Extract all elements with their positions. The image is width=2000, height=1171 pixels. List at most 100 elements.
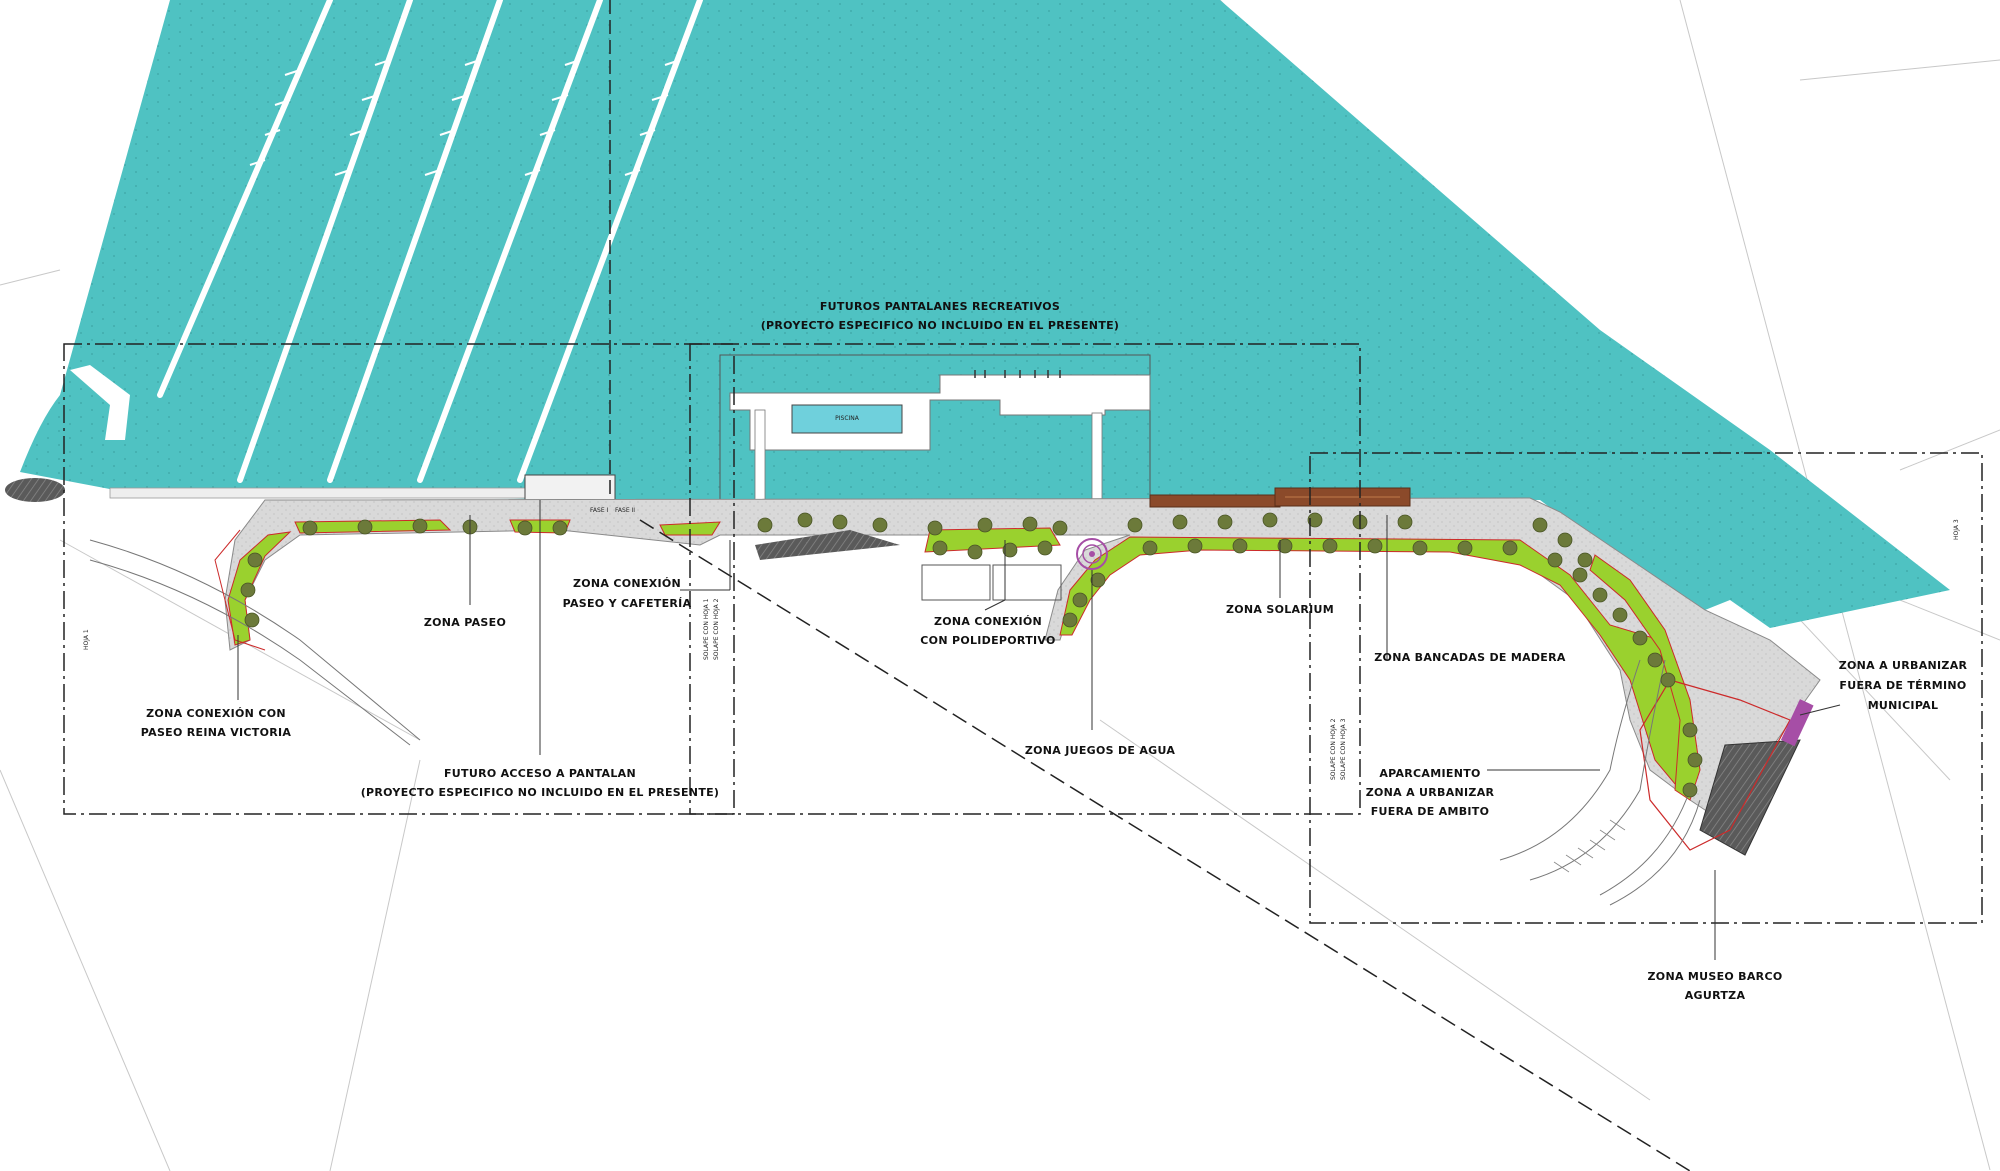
tree bbox=[412, 518, 428, 534]
polideportivo-block-1 bbox=[921, 564, 991, 601]
parking-stalls bbox=[1553, 819, 1626, 873]
tree bbox=[1457, 540, 1473, 556]
tree bbox=[927, 520, 943, 536]
label-aparcamiento-3: FUERA DE AMBITO bbox=[1371, 805, 1490, 818]
tree bbox=[1682, 722, 1698, 738]
tree bbox=[1037, 540, 1053, 556]
water-games-circle bbox=[1076, 538, 1108, 570]
tree bbox=[977, 517, 993, 533]
tree bbox=[1367, 538, 1383, 554]
pool-label: PISCINA bbox=[835, 415, 860, 422]
label-reina-1: ZONA CONEXIÓN CON bbox=[146, 707, 286, 720]
tree bbox=[1412, 540, 1428, 556]
tree bbox=[1142, 540, 1158, 556]
tree bbox=[1022, 516, 1038, 532]
label-conexion-cafe-1: ZONA CONEXIÓN bbox=[573, 577, 681, 590]
diagonal-boundary-line bbox=[639, 519, 1691, 1171]
tree bbox=[1127, 517, 1143, 533]
label-pantalanes-2: (PROYECTO ESPECIFICO NO INCLUIDO EN EL P… bbox=[761, 319, 1120, 332]
solape-23a-label: SOLAPE CON HOJA 2 bbox=[1330, 718, 1337, 780]
solape-23b-label: SOLAPE CON HOJA 3 bbox=[1340, 718, 1347, 780]
tree bbox=[1660, 672, 1676, 688]
fase-ii-label: FASE II bbox=[615, 507, 635, 514]
label-conexion-poli-1: ZONA CONEXIÓN bbox=[934, 615, 1042, 628]
magenta-zone bbox=[1780, 699, 1814, 747]
green-planting bbox=[227, 519, 1701, 801]
label-museo-2: AGURTZA bbox=[1685, 989, 1746, 1002]
fase-i-label: FASE I bbox=[590, 507, 609, 514]
label-museo-1: ZONA MUSEO BARCO bbox=[1648, 970, 1783, 983]
tree bbox=[244, 612, 260, 628]
tree bbox=[1090, 572, 1106, 588]
reina-victoria-connection bbox=[89, 539, 421, 746]
tree bbox=[1532, 517, 1548, 533]
label-aparcamiento-2: ZONA A URBANIZAR bbox=[1366, 786, 1495, 799]
tree bbox=[1307, 512, 1323, 528]
trees bbox=[240, 512, 1703, 798]
label-conexion-poli-2: CON POLIDEPORTIVO bbox=[920, 634, 1055, 647]
tree bbox=[797, 512, 813, 528]
label-juegos: ZONA JUEGOS DE AGUA bbox=[1025, 744, 1176, 757]
label-conexion-cafe-2: PASEO Y CAFETERÍA bbox=[563, 597, 692, 610]
tree bbox=[357, 519, 373, 535]
label-pantalanes-1: FUTUROS PANTALANES RECREATIVOS bbox=[820, 300, 1060, 313]
tree bbox=[1397, 514, 1413, 530]
hoja-3-label: HOJA 3 bbox=[1953, 519, 1960, 540]
tree bbox=[1277, 538, 1293, 554]
breakwater-rocks bbox=[5, 478, 65, 502]
tree bbox=[1002, 542, 1018, 558]
label-bancadas: ZONA BANCADAS DE MADERA bbox=[1374, 651, 1566, 664]
sheet-frames bbox=[63, 343, 1983, 924]
solape-12b-label: SOLAPE CON HOJA 2 bbox=[713, 598, 720, 660]
museum-boat-parking bbox=[1699, 739, 1801, 856]
tree bbox=[832, 514, 848, 530]
access-road-lines bbox=[1499, 659, 1701, 906]
rock-area bbox=[755, 530, 900, 560]
tree bbox=[757, 517, 773, 533]
tree bbox=[1187, 538, 1203, 554]
tree bbox=[1557, 532, 1573, 548]
tree bbox=[1682, 782, 1698, 798]
aparcamiento-zone bbox=[1639, 679, 1791, 851]
tree bbox=[932, 540, 948, 556]
tree bbox=[1072, 592, 1088, 608]
pool bbox=[791, 404, 903, 434]
tree bbox=[1647, 652, 1663, 668]
tree bbox=[517, 520, 533, 536]
tree bbox=[302, 520, 318, 536]
pier-head-left bbox=[70, 365, 130, 440]
label-zona-paseo: ZONA PASEO bbox=[424, 616, 506, 629]
label-solarium: ZONA SOLARIUM bbox=[1226, 603, 1334, 616]
left-red-border bbox=[214, 529, 266, 651]
label-aparcamiento-1: APARCAMIENTO bbox=[1379, 767, 1480, 780]
pier-fingers bbox=[249, 59, 681, 176]
hoja-1-label: HOJA 1 bbox=[83, 629, 90, 650]
label-reina-2: PASEO REINA VICTORIA bbox=[141, 726, 292, 739]
tree bbox=[1572, 567, 1588, 583]
solape-12a-label: SOLAPE CON HOJA 1 bbox=[703, 598, 710, 660]
marina-piers bbox=[157, 0, 703, 483]
future-pontoon-structure: PISCINA bbox=[719, 354, 1151, 516]
label-urbanizar-tm-1: ZONA A URBANIZAR bbox=[1839, 659, 1968, 672]
tree bbox=[1322, 538, 1338, 554]
tree bbox=[1502, 540, 1518, 556]
tree bbox=[967, 544, 983, 560]
access-structure bbox=[524, 474, 616, 501]
tree bbox=[247, 552, 263, 568]
tree bbox=[1232, 538, 1248, 554]
tree bbox=[872, 517, 888, 533]
tree bbox=[1632, 630, 1648, 646]
tree bbox=[1592, 587, 1608, 603]
tree bbox=[1612, 607, 1628, 623]
label-urbanizar-tm-2: FUERA DE TÉRMINO bbox=[1839, 679, 1966, 692]
tree bbox=[1687, 752, 1703, 768]
tree bbox=[1547, 552, 1563, 568]
tree bbox=[240, 582, 256, 598]
polideportivo-block-2 bbox=[992, 564, 1062, 601]
leader-lines bbox=[237, 500, 1841, 960]
tree bbox=[552, 520, 568, 536]
label-acceso-2: (PROYECTO ESPECIFICO NO INCLUIDO EN EL P… bbox=[361, 786, 720, 799]
tree bbox=[1172, 514, 1188, 530]
tree bbox=[1052, 520, 1068, 536]
tree bbox=[1262, 512, 1278, 528]
